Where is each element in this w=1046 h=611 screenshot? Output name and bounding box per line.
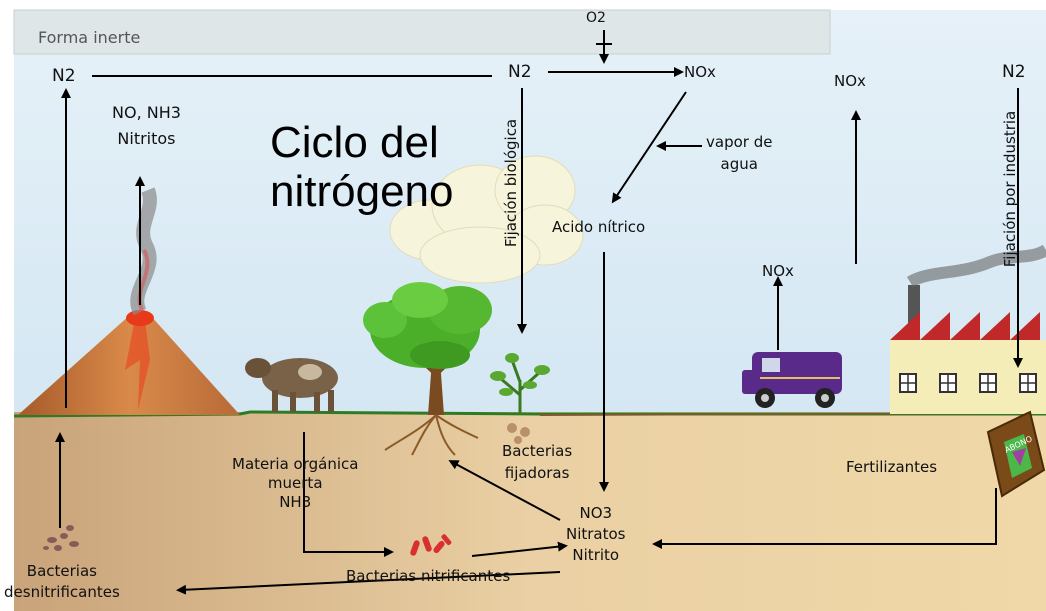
- flow-arrows: [55, 30, 1023, 595]
- n2-right-label: N2: [1002, 62, 1026, 82]
- bacterias-desnitrificantes-label: Bacterias desnitrificantes: [4, 562, 120, 601]
- bacterias-nitrificantes-label: Bacterias nitrificantes: [346, 567, 511, 585]
- nox-top-label: NOx: [684, 63, 716, 81]
- inert-band-label: Forma inerte: [38, 28, 141, 47]
- bacterias-fijadoras-label: Bacterias fijadoras: [502, 442, 573, 482]
- truck: [742, 352, 842, 408]
- nitratos-label: NO3 Nitratos Nitrito: [566, 504, 626, 564]
- diagram-title: Ciclo del nitrógeno: [270, 118, 454, 217]
- ground: [14, 412, 1046, 611]
- fertilizantes-label: Fertilizantes: [846, 458, 938, 476]
- acido-label: Acido nítrico: [552, 218, 646, 236]
- volcano-gases-label: NO, NH3 Nitritos: [112, 103, 181, 148]
- vapor-label: vapor de agua: [706, 133, 773, 173]
- inert-band: [13, 9, 831, 55]
- materia-organica-label: Materia orgánica muerta NH3: [232, 455, 359, 511]
- nox-truck-label: NOx: [762, 262, 794, 280]
- n2-left-label: N2: [52, 66, 76, 86]
- bean-plant: [490, 353, 550, 444]
- cloud: [389, 155, 584, 284]
- cow: [245, 358, 338, 412]
- volcano: [18, 187, 240, 415]
- n2-center-label: N2: [508, 62, 532, 82]
- fijacion-biologica-label: Fijación biológica: [502, 118, 520, 248]
- nox-right-label: NOx: [834, 72, 866, 90]
- denitrifying-bacteria: [43, 525, 79, 551]
- fijacion-industria-label: Fijación por industria: [1001, 110, 1019, 268]
- tree: [363, 282, 492, 456]
- factory: [890, 244, 1046, 414]
- o2-label: O2: [586, 10, 606, 26]
- fertilizer-bag: [986, 410, 1046, 498]
- nitrifying-bacteria: [410, 534, 452, 556]
